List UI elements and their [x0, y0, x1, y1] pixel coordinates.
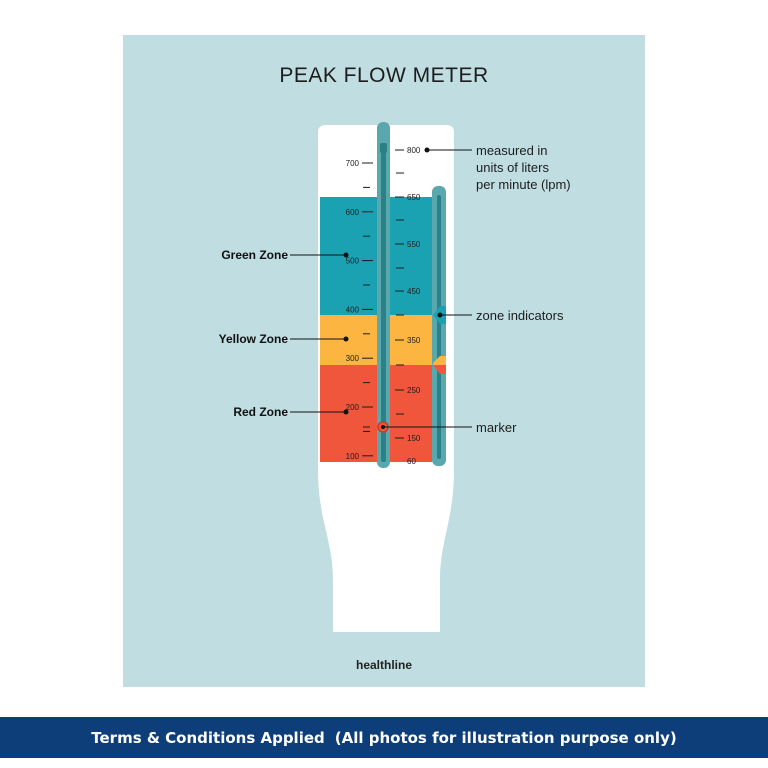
- yellow-zone-band: [320, 315, 432, 365]
- left-scale-label: 600: [346, 208, 360, 217]
- right-scale-label: 250: [407, 386, 421, 395]
- slot-top-cap: [380, 143, 387, 153]
- illustration-note: (All photos for illustration purpose onl…: [334, 728, 677, 747]
- green-zone-dot: [343, 252, 349, 258]
- units-callout: measured in units of liters per minute (…: [476, 142, 571, 193]
- red-zone-indicator: [433, 365, 446, 374]
- right-scale-label: 150: [407, 434, 421, 443]
- red-zone-band: [320, 365, 432, 462]
- center-tube-slot: [381, 144, 386, 462]
- marker-callout: marker: [476, 420, 517, 435]
- green-zone-label: Green Zone: [221, 248, 288, 262]
- green-zone-band: [320, 197, 432, 315]
- units-callout-line-1: measured in: [476, 143, 548, 158]
- yellow-zone-label: Yellow Zone: [218, 332, 288, 346]
- left-scale-label: 700: [346, 159, 360, 168]
- yellow-zone-dot: [343, 336, 349, 342]
- right-scale-label: 450: [407, 287, 421, 296]
- left-scale-label: 400: [346, 305, 360, 314]
- scale-ticks: 700 600 500 400 300 200 100 800 650 550 450 350 250 1…: [346, 146, 421, 466]
- left-scale-label: 200: [346, 403, 360, 412]
- right-scale-label: 550: [407, 240, 421, 249]
- units-callout-line-2: units of liters: [476, 160, 549, 175]
- units-callout-line-3: per minute (lpm): [476, 177, 571, 192]
- terms-text: Terms & Conditions Applied: [91, 728, 325, 747]
- left-scale-label: 100: [346, 452, 360, 461]
- right-scale-label: 800: [407, 146, 421, 155]
- brand-logo-text: healthline: [355, 658, 412, 672]
- diagram-title: PEAK FLOW METER: [279, 64, 489, 87]
- zone-indicators-callout: zone indicators: [476, 308, 564, 323]
- right-scale-label: 650: [407, 193, 421, 202]
- left-scale-label: 500: [346, 257, 360, 266]
- footer-banner: Terms & Conditions Applied (All photos f…: [0, 717, 768, 758]
- right-scale-label: 350: [407, 336, 421, 345]
- left-scale-label: 300: [346, 354, 360, 363]
- side-tube-slot: [437, 195, 441, 459]
- red-zone-dot: [343, 409, 349, 415]
- yellow-zone-indicator: [433, 356, 446, 365]
- red-zone-label: Red Zone: [233, 405, 288, 419]
- right-scale-label: 60: [407, 457, 416, 466]
